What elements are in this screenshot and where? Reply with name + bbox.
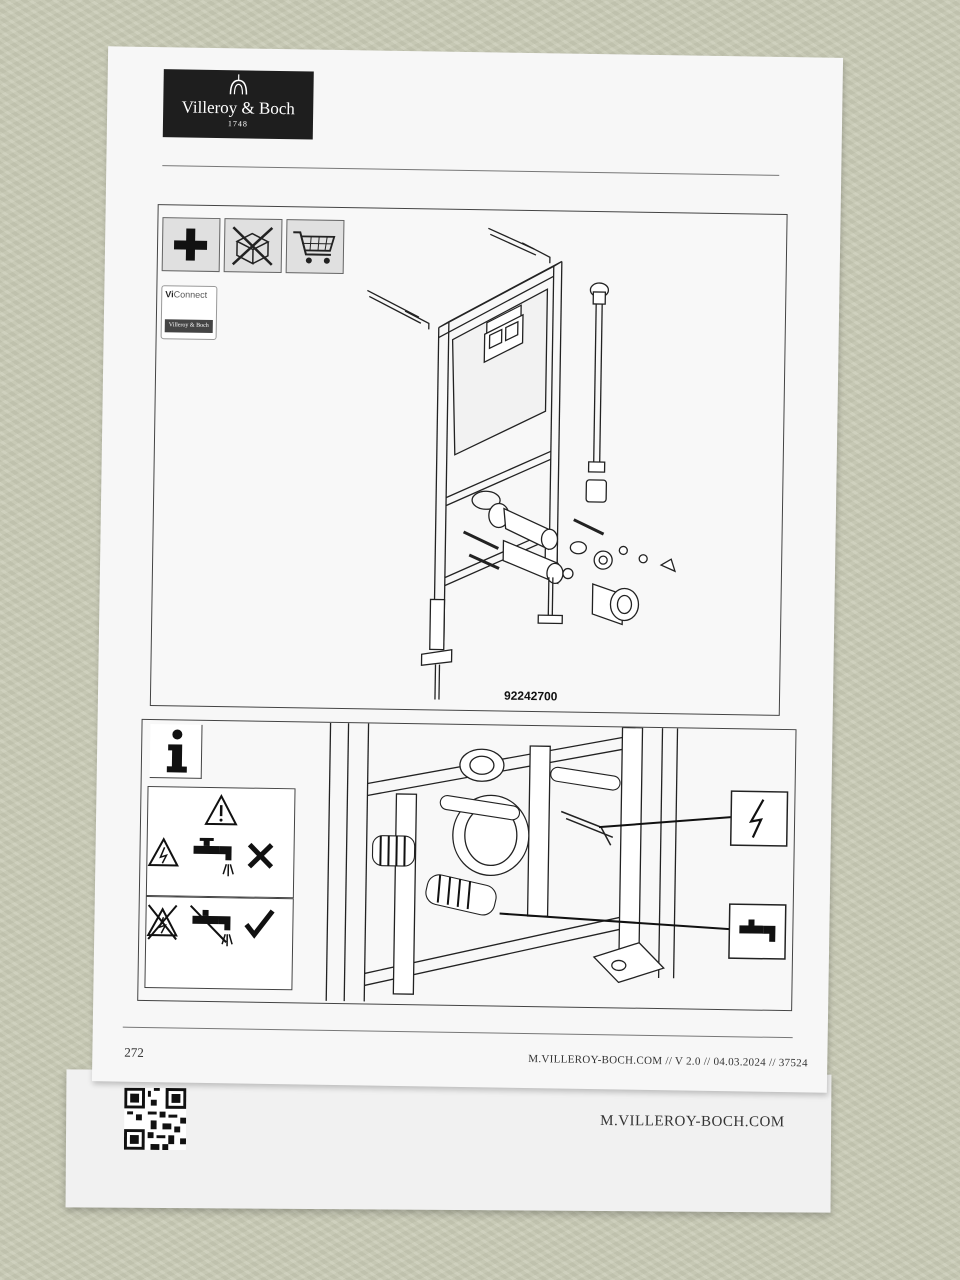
water-tap-icon [193,837,234,877]
logo-emblem-icon [229,74,248,95]
plus-icon [161,217,221,273]
booklet-url: M.VILLEROY-BOCH.COM [600,1113,785,1131]
shopping-cart-icon [285,219,345,275]
electric-hazard-off-icon [146,904,178,941]
warning-box-wrong [145,786,296,899]
header-rule [162,165,780,176]
info-icon [149,724,203,779]
page-number: 272 [124,1044,144,1060]
brand-logo: Villeroy & Boch 1748 [162,69,314,140]
electric-callout-icon [729,790,789,847]
wc-frame-drawing [367,227,677,700]
footer-reference: M.VILLEROY-BOCH.COM // V 2.0 // 04.03.20… [528,1053,808,1070]
manual-page: Villeroy & Boch 1748 [91,46,844,1093]
article-number: 92242700 [503,688,558,704]
brand-year: 1748 [227,119,249,129]
brand-name: Villeroy & Boch [181,97,295,119]
cross-icon [247,842,274,869]
electric-hazard-icon [147,837,179,867]
warning-box-right [144,895,294,991]
wall-connection-drawing [325,722,789,1002]
check-icon [244,909,275,939]
installation-panel: ViConnect Villeroy & Boch [149,204,788,716]
qr-code-icon [123,1087,187,1151]
crossed-box-icon [223,218,283,274]
warning-icon [204,794,238,826]
footer-rule [122,1026,793,1039]
water-callout-icon [728,903,787,960]
info-panel [137,718,797,1012]
back-booklet: M.VILLEROY-BOCH.COM [65,1069,832,1213]
water-tap-off-icon [189,904,233,947]
